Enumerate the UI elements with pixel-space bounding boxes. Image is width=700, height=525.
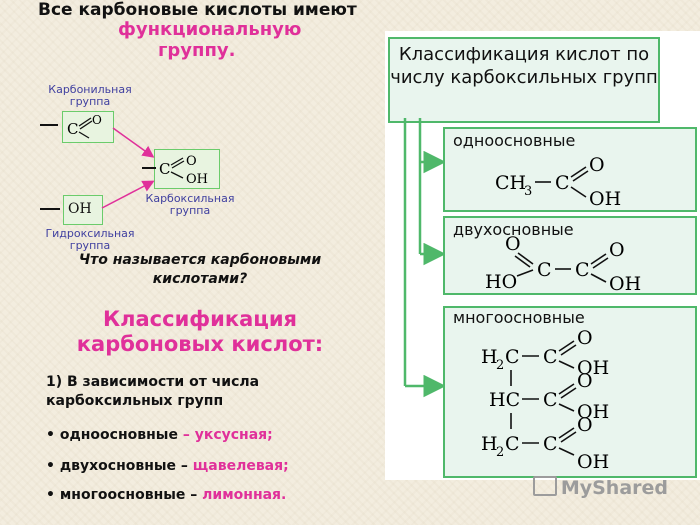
polybasic-label: многоосновные bbox=[453, 308, 585, 327]
item-dash: – bbox=[176, 458, 193, 474]
hydroxyl-formula: OH bbox=[68, 201, 92, 217]
panel-title-box: Классификация кислот по числу карбоксиль… bbox=[388, 37, 660, 123]
carbonyl-formula-box: C O bbox=[62, 111, 114, 143]
svg-text:O: O bbox=[577, 414, 593, 436]
svg-text:C: C bbox=[543, 346, 558, 368]
svg-text:C: C bbox=[575, 259, 590, 281]
carbonyl-label: Карбонильная группа bbox=[48, 83, 132, 108]
svg-text:2: 2 bbox=[496, 358, 504, 373]
list-item: • одноосновные – уксусная; bbox=[46, 426, 273, 445]
panel-title: Классификация кислот по числу карбоксиль… bbox=[390, 44, 658, 88]
citric-acid-structure: H 2 C C O OH HC C O OH H 2 C C O OH bbox=[481, 327, 609, 473]
carboxyl-formula-box: C O OH bbox=[154, 149, 220, 189]
item-term: многоосновные bbox=[59, 487, 186, 503]
svg-text:C: C bbox=[537, 259, 552, 281]
svg-text:H: H bbox=[481, 433, 498, 455]
monobasic-label: одноосновные bbox=[453, 131, 576, 150]
carbonyl-bond bbox=[40, 124, 58, 126]
heading-line-2: функциональную bbox=[118, 19, 302, 40]
polybasic-box: многоосновные H 2 C C O OH HC C O OH H 2… bbox=[443, 306, 697, 478]
svg-text:CH: CH bbox=[495, 172, 526, 194]
svg-text:O: O bbox=[92, 113, 102, 127]
svg-text:3: 3 bbox=[524, 184, 532, 199]
svg-text:H: H bbox=[481, 346, 498, 368]
carboxyl-bond bbox=[142, 167, 156, 169]
item-dash: – bbox=[185, 487, 203, 503]
watermark-text: MyShared bbox=[560, 477, 668, 499]
svg-text:OH: OH bbox=[577, 401, 609, 423]
svg-text:O: O bbox=[589, 154, 605, 176]
item-dash: – bbox=[177, 427, 195, 443]
hydroxyl-formula-box: OH bbox=[63, 195, 103, 225]
hydroxyl-label: Гидроксильная группа bbox=[45, 227, 135, 252]
heading-line-3: группу. bbox=[158, 40, 236, 61]
list-item: • двухосновные – щавелевая; bbox=[46, 457, 289, 476]
svg-text:OH: OH bbox=[577, 357, 609, 379]
item-term: двухосновные bbox=[59, 458, 177, 474]
svg-text:OH: OH bbox=[186, 172, 208, 187]
svg-text:HC: HC bbox=[489, 389, 520, 411]
svg-text:C: C bbox=[67, 120, 78, 138]
svg-text:OH: OH bbox=[589, 188, 621, 210]
functional-group-diagram: Карбонильная группа C O OH Гидроксильная… bbox=[30, 82, 260, 252]
svg-text:OH: OH bbox=[609, 273, 641, 293]
dibasic-label: двухосновные bbox=[453, 220, 574, 239]
item-example: лимонная. bbox=[202, 487, 287, 503]
item-term: одноосновные bbox=[59, 427, 178, 443]
heading-line-1: Все карбоновые кислоты имеют bbox=[38, 0, 357, 20]
item-example: щавелевая; bbox=[192, 458, 289, 474]
bullet-icon: • bbox=[46, 427, 60, 443]
carbonyl-structure: C O bbox=[67, 113, 102, 139]
watermark: MyShared bbox=[532, 476, 668, 499]
svg-text:HO: HO bbox=[485, 271, 517, 293]
svg-text:O: O bbox=[609, 239, 625, 261]
svg-text:O: O bbox=[577, 370, 593, 392]
svg-text:C: C bbox=[555, 172, 570, 194]
svg-text:O: O bbox=[505, 233, 521, 255]
classification-title: Классификация карбоновых кислот: bbox=[76, 307, 324, 356]
acetic-acid-structure: CH 3 C O OH bbox=[495, 154, 621, 210]
question-text: Что называется карбоновыми кислотами? bbox=[78, 252, 322, 287]
classification-point-1: 1) В зависимости от числа карбоксильных … bbox=[46, 374, 260, 409]
monobasic-box: одноосновные CH 3 C O OH bbox=[443, 127, 697, 212]
bullet-icon: • bbox=[46, 487, 60, 503]
svg-text:2: 2 bbox=[496, 445, 504, 460]
svg-text:C: C bbox=[543, 433, 558, 455]
oxalic-acid-structure: O HO C C O OH bbox=[485, 233, 641, 293]
hydroxyl-bond bbox=[40, 208, 60, 210]
tree-connectors bbox=[403, 118, 446, 398]
presentation-icon bbox=[532, 476, 557, 496]
svg-text:C: C bbox=[543, 389, 558, 411]
svg-text:C: C bbox=[505, 346, 520, 368]
svg-text:C: C bbox=[159, 160, 170, 178]
svg-text:C: C bbox=[505, 433, 520, 455]
carboxyl-structure: C O OH bbox=[159, 154, 208, 187]
list-item: • многоосновные – лимонная. bbox=[46, 486, 286, 505]
item-example: уксусная; bbox=[194, 427, 273, 443]
reaction-arrows bbox=[101, 127, 155, 209]
carboxyl-label: Карбоксильная группа bbox=[145, 192, 235, 217]
svg-text:OH: OH bbox=[577, 451, 609, 473]
svg-text:O: O bbox=[577, 327, 593, 349]
dibasic-box: двухосновные O HO C C O OH bbox=[443, 216, 697, 295]
svg-text:O: O bbox=[186, 154, 197, 169]
bullet-icon: • bbox=[46, 458, 60, 474]
